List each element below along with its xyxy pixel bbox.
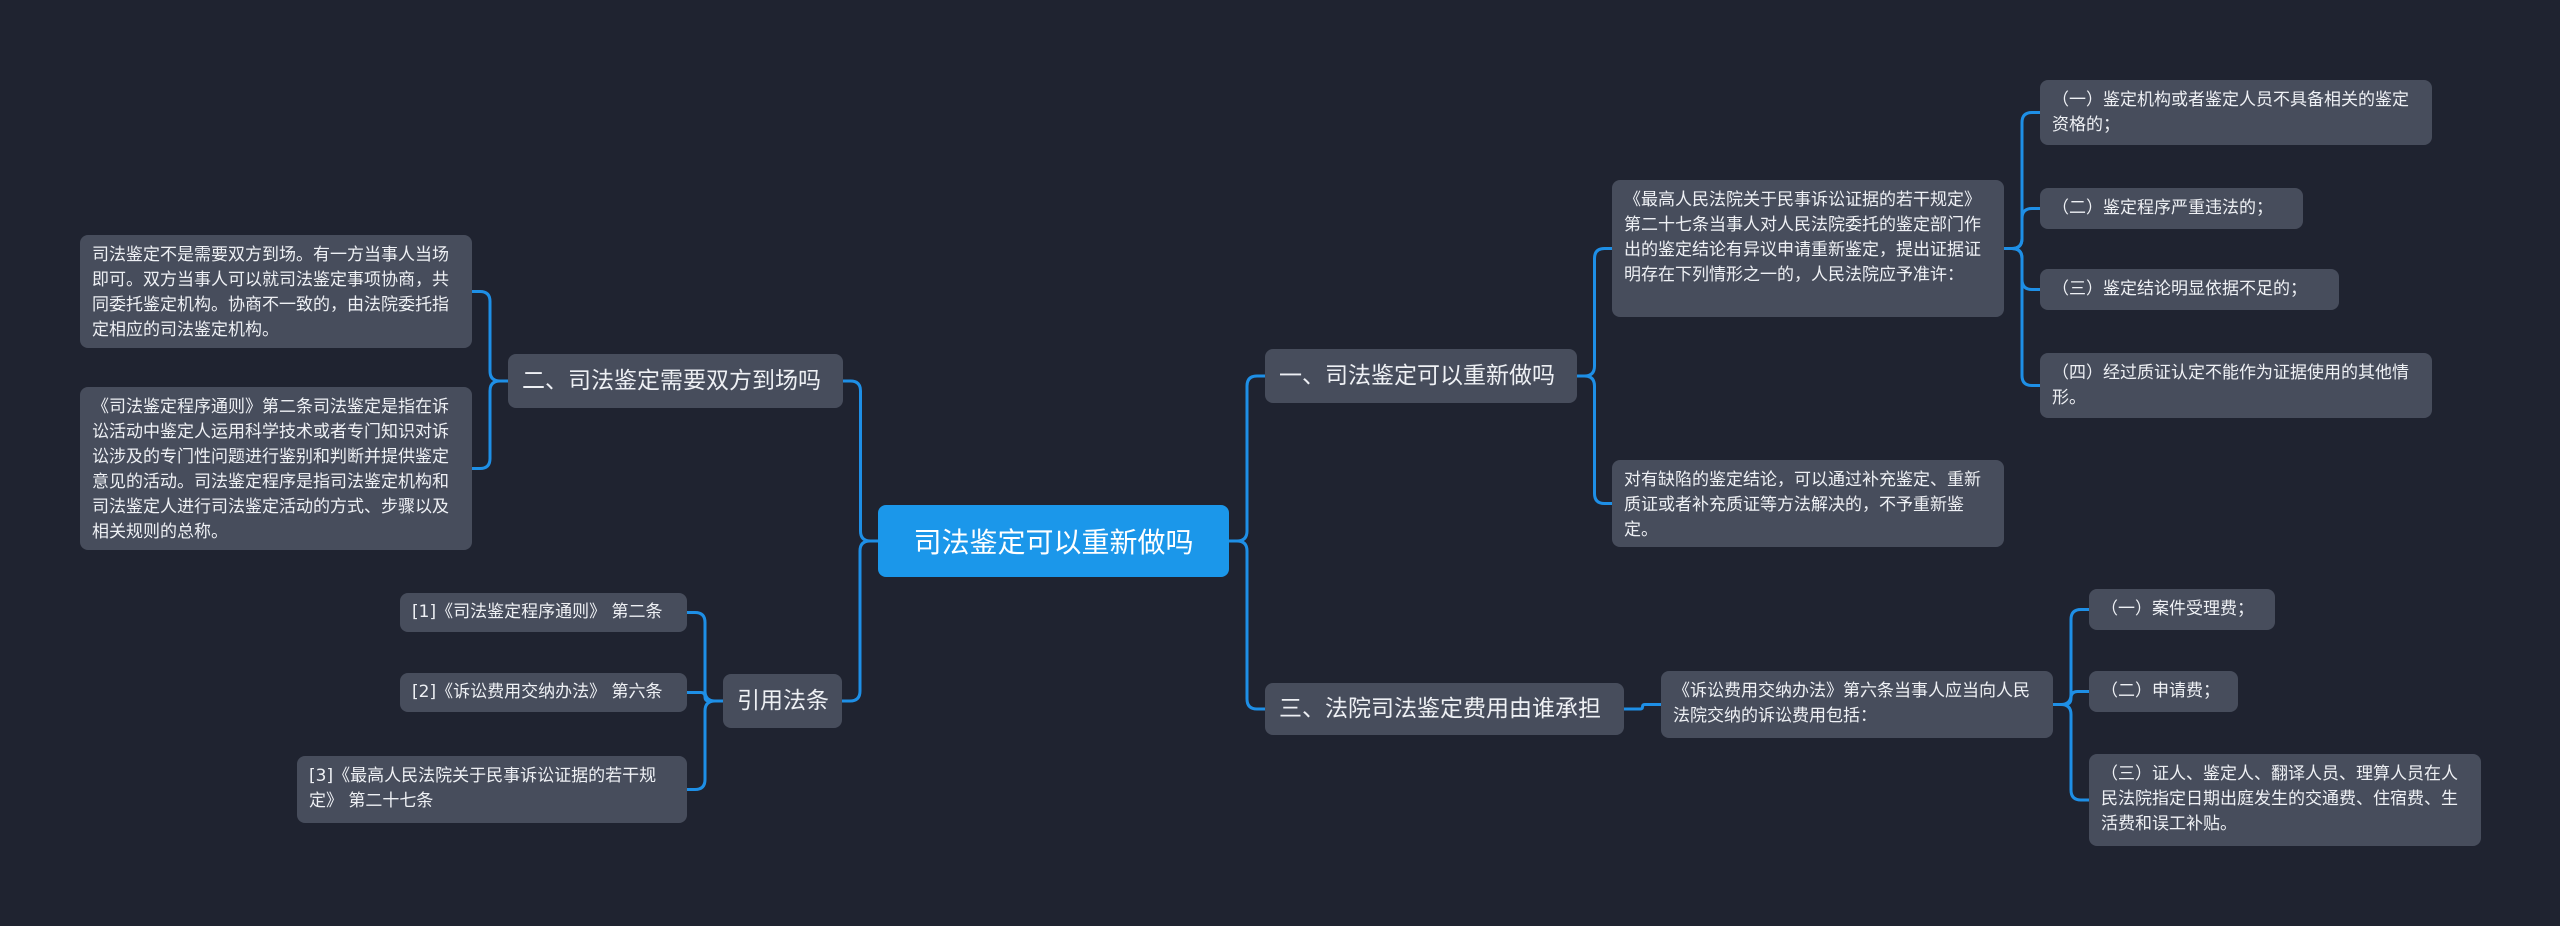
citation-item[interactable]: [3]《最高人民法院关于民事诉讼证据的若干规定》 第二十七条: [297, 756, 687, 823]
connector-line: [1577, 247, 1612, 378]
connector-line: [2004, 207, 2040, 250]
branch-fee-bearer[interactable]: 三、法院司法鉴定费用由谁承担: [1265, 683, 1624, 735]
branch-dual-presence[interactable]: 二、司法鉴定需要双方到场吗: [508, 354, 843, 408]
condition-item[interactable]: （一）鉴定机构或者鉴定人员不具备相关的鉴定资格的；: [2040, 80, 2432, 145]
fee-item[interactable]: （一）案件受理费；: [2089, 589, 2275, 630]
condition-item[interactable]: （四）经过质证认定不能作为证据使用的其他情形。: [2040, 353, 2432, 418]
connector-line: [1229, 539, 1265, 711]
connector-line: [2053, 608, 2089, 706]
branch-citations[interactable]: 引用法条: [723, 674, 842, 728]
fee-item[interactable]: （二）申请费；: [2089, 671, 2238, 712]
connector-line: [1577, 374, 1612, 505]
connector-line: [472, 379, 508, 470]
connector-line: [687, 699, 723, 791]
citation-item[interactable]: [2]《诉讼费用交纳办法》 第六条: [400, 673, 687, 712]
condition-item[interactable]: （三）鉴定结论明显依据不足的；: [2040, 269, 2339, 310]
connector-line: [472, 290, 508, 383]
leaf-evidence-rule-27[interactable]: 《最高人民法院关于民事诉讼证据的若干规定》第二十七条当事人对人民法院委托的鉴定部…: [1612, 180, 2004, 317]
leaf-presence-answer[interactable]: 司法鉴定不是需要双方到场。有一方当事人当场即可。双方当事人可以就司法鉴定事项协商…: [80, 235, 472, 348]
connector-line: [687, 691, 723, 703]
leaf-defective-conclusion[interactable]: 对有缺陷的鉴定结论，可以通过补充鉴定、重新质证或者补充质证等方法解决的，不予重新…: [1612, 460, 2004, 547]
connector-line: [842, 539, 878, 703]
condition-item[interactable]: （二）鉴定程序严重违法的；: [2040, 188, 2303, 229]
root-topic[interactable]: 司法鉴定可以重新做吗: [878, 505, 1229, 577]
connector-line: [2004, 247, 2040, 291]
connector-line: [687, 611, 723, 703]
leaf-fee-rule-6[interactable]: 《诉讼费用交纳办法》第六条当事人应当向人民法院交纳的诉讼费用包括：: [1661, 671, 2053, 738]
connector-line: [2053, 690, 2089, 706]
connector-line: [843, 379, 878, 543]
connector-line: [1229, 374, 1265, 543]
connector-line: [2004, 111, 2040, 250]
connector-line: [2053, 703, 2089, 802]
leaf-procedure-rules[interactable]: 《司法鉴定程序通则》第二条司法鉴定是指在诉讼活动中鉴定人运用科学技术或者专门知识…: [80, 387, 472, 550]
fee-item[interactable]: （三）证人、鉴定人、翻译人员、理算人员在人民法院指定日期出庭发生的交通费、住宿费…: [2089, 754, 2481, 846]
connector-line: [2004, 247, 2040, 387]
connector-line: [1624, 703, 1661, 711]
citation-item[interactable]: [1]《司法鉴定程序通则》 第二条: [400, 593, 687, 632]
branch-can-redo[interactable]: 一、司法鉴定可以重新做吗: [1265, 349, 1577, 403]
